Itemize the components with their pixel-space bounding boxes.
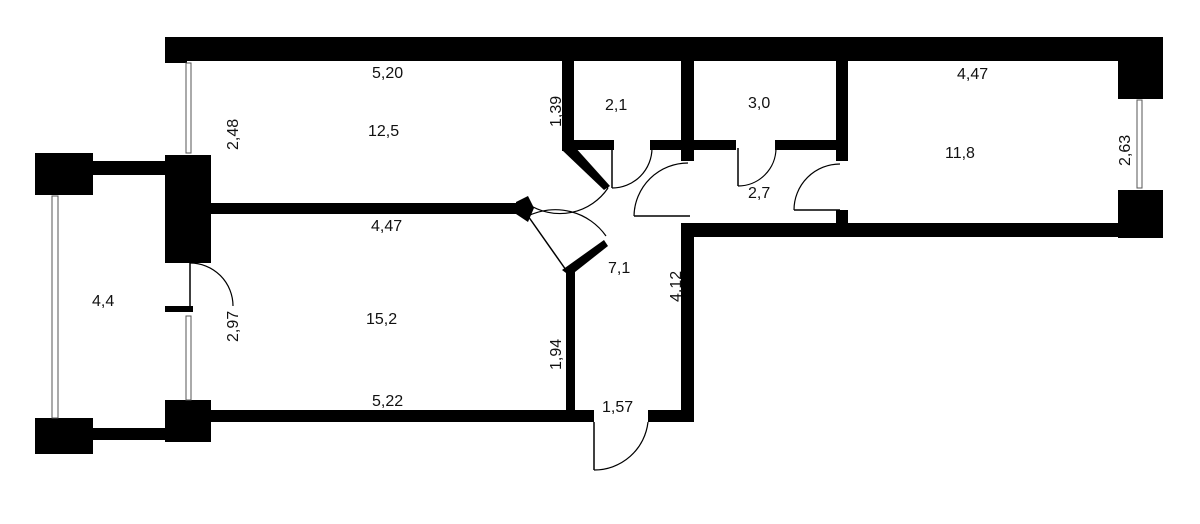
dim-hall-wall-lower: 1,94 bbox=[548, 339, 565, 370]
room-labels: 12,5 15,2 4,4 2,1 3,0 2,7 7,1 11,8 bbox=[92, 95, 975, 328]
dim-partition-width: 4,47 bbox=[371, 218, 402, 235]
wall-right-room-left-lower bbox=[836, 210, 848, 230]
wall-toilet-bottom-right bbox=[775, 140, 842, 150]
door-swing-right-room bbox=[793, 163, 841, 211]
door-swing-toilet bbox=[737, 147, 777, 187]
dimension-labels: 5,20 2,48 1,39 4,47 4,47 2,63 2,97 1,94 … bbox=[225, 65, 1134, 416]
wall-left-mid-stub bbox=[165, 306, 193, 312]
room-area-bathroom: 2,1 bbox=[605, 97, 627, 114]
door-swing-entrance bbox=[593, 421, 649, 471]
dim-hall-wall-right: 4,12 bbox=[668, 271, 685, 302]
wall-top bbox=[165, 37, 1163, 61]
dim-top-left-width: 5,20 bbox=[372, 65, 403, 82]
wall-toilet-bottom bbox=[694, 140, 736, 150]
dim-right-room-height: 2,63 bbox=[1117, 135, 1134, 166]
wall-left-pillar-lower bbox=[165, 400, 211, 442]
room-area-closet: 2,7 bbox=[748, 185, 770, 202]
window-bottom-left bbox=[185, 315, 192, 401]
window-right bbox=[1136, 99, 1143, 189]
door-leaf-bottom-left-room bbox=[527, 215, 567, 271]
dim-top-left-height: 2,48 bbox=[225, 119, 242, 150]
wall-hall-right bbox=[681, 223, 694, 422]
door-swing-bottom-left-room bbox=[527, 209, 607, 237]
wall-right-room-left bbox=[836, 61, 848, 161]
room-area-top-left: 12,5 bbox=[368, 123, 399, 140]
window-top-left bbox=[185, 62, 192, 154]
room-area-toilet: 3,0 bbox=[748, 95, 770, 112]
room-area-bottom-left: 15,2 bbox=[366, 311, 397, 328]
balcony-bottom-block bbox=[35, 418, 93, 454]
wall-left-pillar-upper bbox=[165, 155, 211, 263]
balcony-bottom-arm bbox=[90, 428, 168, 440]
door-swing-balcony bbox=[189, 262, 234, 307]
wall-hall-bottom-right bbox=[648, 410, 694, 422]
dim-balcony-door: 2,97 bbox=[225, 311, 242, 342]
door-swing-closet bbox=[633, 162, 689, 217]
door-post-upper bbox=[562, 146, 610, 190]
room-area-right: 11,8 bbox=[945, 145, 975, 162]
door-swing-top-left-room bbox=[527, 187, 609, 215]
wall-bath-toilet-divider bbox=[681, 61, 694, 161]
doors bbox=[189, 146, 841, 471]
dim-bathroom-wall: 1,39 bbox=[548, 96, 565, 127]
dim-bottom-left-width: 5,22 bbox=[372, 393, 403, 410]
wall-right-room-bottom bbox=[690, 223, 1163, 237]
room-area-balcony: 4,4 bbox=[92, 293, 114, 310]
wall-hall-left-lower bbox=[566, 268, 575, 414]
door-post-center bbox=[516, 196, 534, 222]
balcony-top-arm bbox=[90, 161, 168, 175]
wall-bath-left bbox=[562, 61, 574, 151]
door-swing-bathroom bbox=[611, 147, 653, 189]
window-balcony bbox=[51, 195, 59, 419]
room-area-hall: 7,1 bbox=[608, 260, 630, 277]
dim-right-room-width: 4,47 bbox=[957, 66, 988, 83]
dim-entrance-width: 1,57 bbox=[602, 399, 633, 416]
walls bbox=[35, 37, 1163, 454]
wall-room-partition bbox=[208, 203, 520, 214]
wall-bath-bottom bbox=[568, 140, 614, 150]
wall-bottom bbox=[208, 410, 594, 422]
wall-top-left-corner bbox=[165, 37, 187, 63]
windows bbox=[51, 62, 1143, 419]
wall-top-right-block bbox=[1118, 37, 1163, 99]
balcony-top-block bbox=[35, 153, 93, 195]
wall-bath-bottom-right bbox=[650, 140, 694, 150]
door-post-lower bbox=[562, 240, 608, 276]
